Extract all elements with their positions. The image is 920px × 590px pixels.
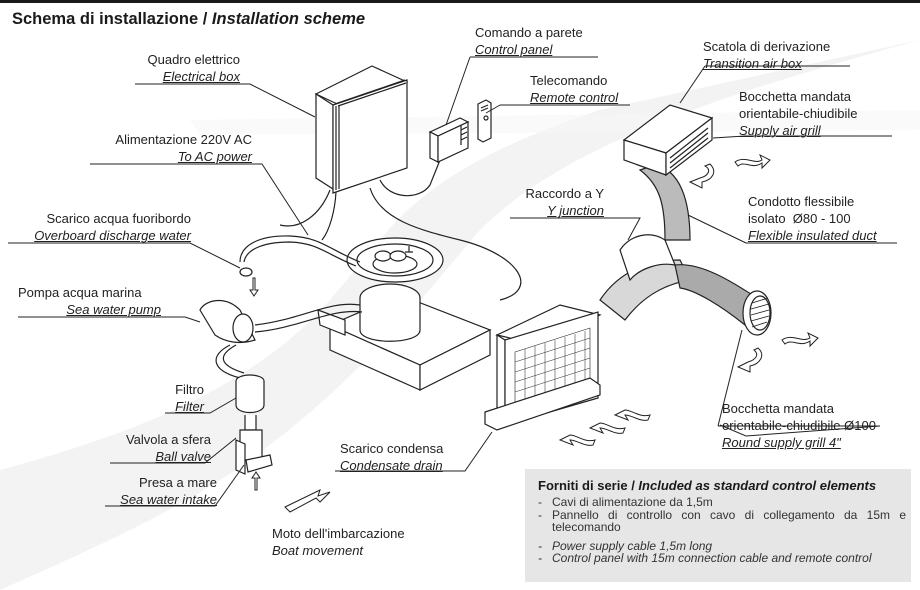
- label-control-panel-it: Comando a parete: [475, 25, 583, 40]
- label-ball-valve-it: Valvola a sfera: [125, 432, 211, 447]
- label-electrical-box-it: Quadro elettrico: [147, 52, 241, 67]
- included-header-it: Forniti di serie: [538, 478, 628, 493]
- page-title: Schema di installazione / Installation s…: [12, 10, 365, 29]
- label-boat-movement-it: Moto dell'imbarcazione: [272, 526, 405, 541]
- label-y-junction-it: Raccordo a Y: [525, 186, 604, 201]
- title-en: Installation scheme: [211, 10, 366, 28]
- label-overboard-discharge-it: Scarico acqua fuoribordo: [46, 211, 191, 226]
- duct-drawing: [599, 164, 772, 336]
- label-remote-control-en: Remote control: [530, 90, 619, 105]
- leader-lines: [8, 56, 897, 507]
- top-border: [0, 0, 920, 3]
- evaporator-drawing: [484, 304, 602, 431]
- remote-control-drawing: [477, 99, 492, 143]
- label-flex-duct-it2: isolato Ø80 - 100: [748, 211, 851, 226]
- label-condensate-drain: Scarico condensa Condensate drain: [340, 440, 443, 474]
- title-separator: /: [198, 10, 212, 28]
- label-y-junction: Raccordo a Y Y junction: [500, 185, 604, 219]
- label-round-grill-it2: orientabile-chiudibile Ø100: [722, 418, 876, 433]
- included-item: Pannello di controllo con cavo di colleg…: [538, 508, 906, 534]
- label-supply-grill-en: Supply air grill: [739, 123, 821, 138]
- included-item: Cavi di alimentazione da 1,5m: [538, 496, 906, 509]
- label-condensate-drain-en: Condensate drain: [340, 458, 443, 473]
- label-remote-control: Telecomando Remote control: [530, 72, 618, 106]
- included-header-separator: /: [627, 478, 639, 493]
- label-sea-water-intake-en: Sea water intake: [120, 492, 217, 507]
- label-round-grill-en: Round supply grill 4": [722, 435, 841, 450]
- label-condensate-drain-it: Scarico condensa: [340, 441, 444, 456]
- label-sea-water-intake: Presa a mare Sea water intake: [104, 474, 217, 508]
- label-filter: Filtro Filter: [150, 381, 204, 415]
- label-flex-duct: Condotto flessibile isolato Ø80 - 100 Fl…: [748, 193, 877, 244]
- water-circuit-drawing: [199, 235, 363, 475]
- label-sea-water-pump: Pompa acqua marina Sea water pump: [18, 284, 161, 318]
- label-control-panel: Comando a parete Control panel: [475, 24, 583, 58]
- evaporator-grid: [514, 331, 591, 413]
- electrical-box-drawing: [314, 65, 409, 194]
- label-boat-movement-en: Boat movement: [272, 543, 364, 558]
- label-transition-box-it: Scatola di derivazione: [703, 39, 831, 54]
- label-supply-grill: Bocchetta mandata orientabile-chiudibile…: [739, 88, 858, 139]
- label-electrical-box: Quadro elettrico Electrical box: [130, 51, 241, 85]
- title-it: Schema di installazione: [12, 10, 199, 28]
- label-supply-grill-it2: orientabile-chiudibile: [739, 106, 858, 121]
- label-sea-water-pump-en: Sea water pump: [66, 302, 161, 317]
- compressor-unit-drawing: [317, 237, 492, 391]
- label-control-panel-en: Control panel: [475, 42, 553, 57]
- label-remote-control-it: Telecomando: [530, 73, 608, 88]
- label-supply-grill-it1: Bocchetta mandata: [739, 89, 852, 104]
- label-overboard-discharge-en: Overboard discharge water: [34, 228, 191, 243]
- label-boat-movement: Moto dell'imbarcazione Boat movement: [272, 525, 405, 559]
- flow-arrows: [249, 153, 819, 513]
- included-list: Cavi di alimentazione da 1,5m Pannello d…: [538, 496, 906, 565]
- label-filter-it: Filtro: [175, 382, 204, 397]
- included-item: Power supply cable 1,5m long: [538, 539, 906, 553]
- control-panel-drawing: [428, 117, 470, 163]
- label-ball-valve-en: Ball valve: [155, 449, 211, 464]
- label-sea-water-pump-it: Pompa acqua marina: [18, 285, 142, 300]
- label-overboard-discharge: Scarico acqua fuoribordo Overboard disch…: [8, 210, 191, 244]
- label-transition-box-en: Transition air box: [703, 56, 802, 71]
- label-flex-duct-it1: Condotto flessibile: [748, 194, 855, 209]
- label-ac-power-it: Alimentazione 220V AC: [115, 132, 252, 147]
- transition-box-drawing: [622, 104, 714, 177]
- included-item: Control panel with 15m connection cable …: [538, 552, 906, 565]
- included-header-en: Included as standard control elements: [638, 478, 877, 493]
- label-sea-water-intake-it: Presa a mare: [138, 475, 217, 490]
- label-transition-box: Scatola di derivazione Transition air bo…: [703, 38, 830, 72]
- included-header: Forniti di serie / Included as standard …: [538, 478, 876, 493]
- label-ac-power-en: To AC power: [177, 149, 252, 164]
- label-ball-valve: Valvola a sfera Ball valve: [100, 431, 211, 465]
- label-round-grill-it1: Bocchetta mandata: [722, 401, 835, 416]
- label-flex-duct-en: Flexible insulated duct: [748, 228, 877, 243]
- label-ac-power: Alimentazione 220V AC To AC power: [90, 131, 252, 165]
- label-y-junction-en: Y junction: [547, 203, 604, 218]
- label-electrical-box-en: Electrical box: [162, 69, 240, 84]
- label-round-grill: Bocchetta mandata orientabile-chiudibile…: [722, 400, 876, 451]
- included-elements-box: Forniti di serie / Included as standard …: [525, 469, 911, 582]
- label-filter-en: Filter: [175, 399, 204, 414]
